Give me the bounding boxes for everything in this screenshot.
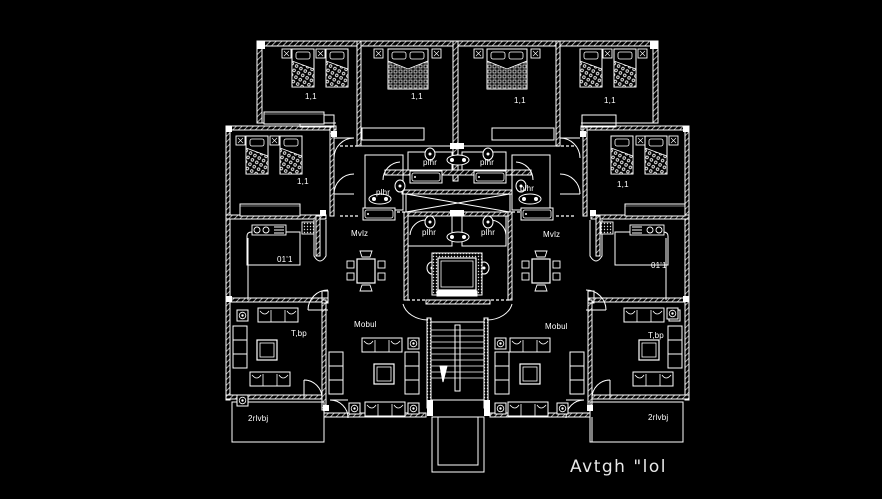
doors [303,137,611,419]
columns [226,41,689,416]
elevator [431,252,483,297]
living-furniture-left [232,307,420,417]
room-label-balcony: 2rlvbj [248,414,269,423]
service-shaft [405,193,511,213]
room-label-bedroom: 1,1 [604,96,616,105]
walls [225,40,690,418]
room-label-wc: plhr [423,158,438,167]
room-label-bedroom: 1,1 [411,92,423,101]
room-label-sitting: T,bp [291,329,307,338]
room-label-living: Mobul [354,320,377,329]
room-label-bedroom: 1,1 [297,177,309,186]
lamp [666,307,679,320]
windows [340,145,575,301]
room-label-dining: Mvlz [543,230,561,239]
dining-set-right [521,250,561,292]
dining-set-left [346,250,386,292]
room-label-bedroom: 1,1 [617,180,629,189]
room-label-balcony: 2rlvbj [648,413,669,422]
room-label-wc: plhr [520,184,535,193]
kitchen-fixtures [251,221,665,236]
room-label-wc: plhr [376,188,391,197]
drawing-title: Avtgh "lol [570,457,667,477]
room-label-dining: Mvlz [351,229,369,238]
living-furniture-right [494,307,683,417]
room-label-kitchen: 01'1 [277,255,293,264]
lamp [236,394,249,407]
room-label-sitting: T,bp [648,331,664,340]
room-label-living: Mobul [545,322,568,331]
room-label-wc: plhr [480,158,495,167]
room-label-wc: plhr [422,228,437,237]
room-label-bedroom: 1,1 [305,92,317,101]
room-label-kitchen: 01'1 [651,261,667,270]
room-label-bedroom: 1,1 [514,96,526,105]
room-label-wc: plhr [481,228,496,237]
stairs [430,321,485,401]
